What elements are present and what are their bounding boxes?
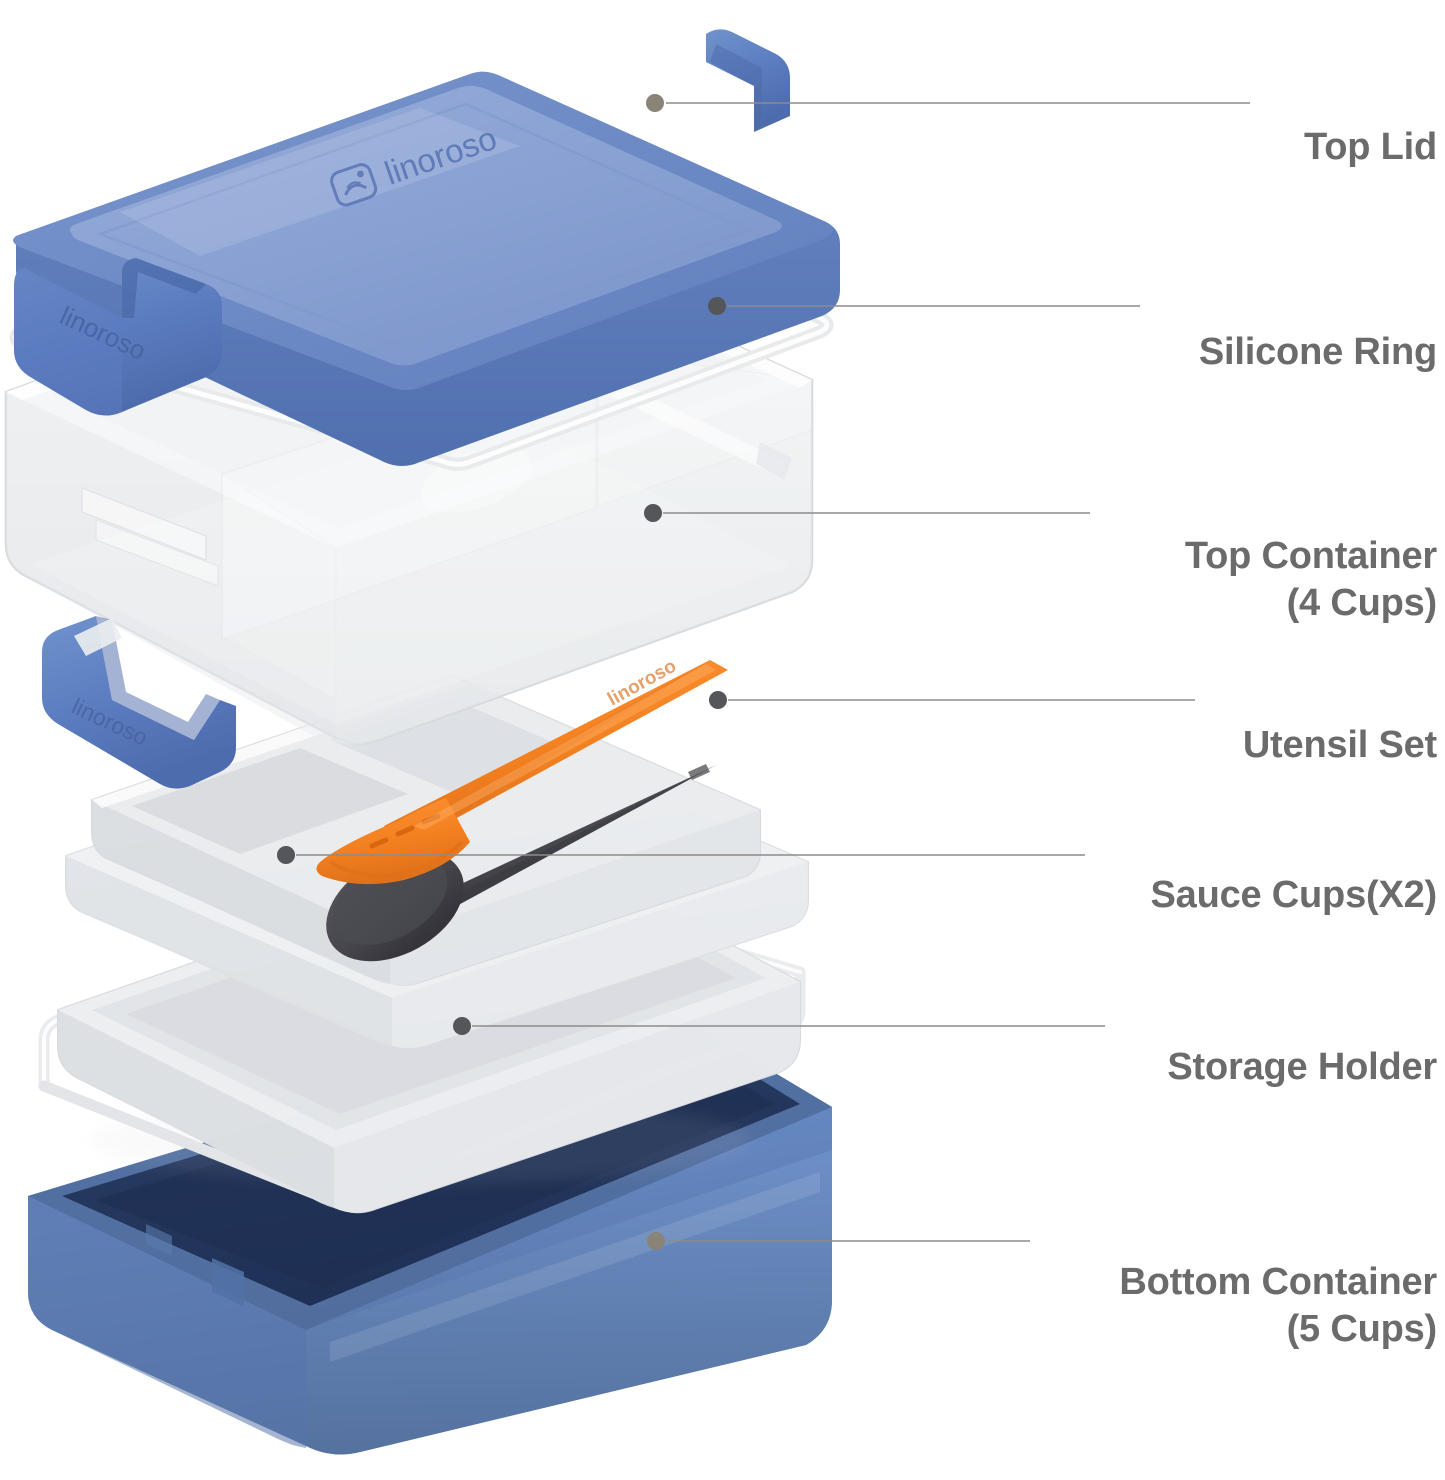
part-top-lid: linoroso linoroso	[13, 29, 840, 467]
leader-dot-sauce-cups	[277, 846, 295, 864]
callout-leader-lines	[277, 94, 1250, 1250]
leader-dot-utensil-set	[709, 691, 727, 709]
callout-label-text: Bottom Container	[1119, 1261, 1437, 1304]
leader-dot-top-container	[644, 504, 662, 522]
part-utensil-set: linoroso	[316, 656, 728, 962]
utensil-fork: linoroso	[316, 656, 728, 885]
callout-label-subtext: (4 Cups)	[1286, 581, 1438, 624]
callout-label-text: Sauce Cups(X2)	[1150, 874, 1437, 917]
callout-label-top-container: Top Container (4 Cups)	[1185, 487, 1437, 672]
leader-dot-top-lid	[646, 94, 664, 112]
callout-label-text: Silicone Ring	[1198, 331, 1437, 374]
callout-label-bottom-container: Bottom Container (5 Cups)	[1119, 1213, 1437, 1398]
lid-clasp: linoroso	[14, 258, 222, 416]
callout-label-storage-holder: Storage Holder	[1167, 998, 1437, 1091]
leader-dot-silicone-ring	[708, 297, 726, 315]
callout-label-silicone-ring: Silicone Ring	[1199, 283, 1437, 376]
leader-dot-storage-holder	[453, 1017, 471, 1035]
callout-label-top-lid: Top Lid	[1304, 78, 1437, 171]
callout-label-sauce-cups: Sauce Cups(X2)	[1150, 826, 1437, 919]
callout-label-text: Utensil Set	[1242, 724, 1437, 767]
callout-label-text: Top Container	[1184, 535, 1437, 578]
callout-label-text: Top Lid	[1304, 126, 1437, 169]
callout-label-utensil-set: Utensil Set	[1243, 676, 1437, 769]
lower-clasp: linoroso	[42, 616, 236, 789]
callout-label-text: Storage Holder	[1167, 1046, 1437, 1089]
callout-label-subtext: (5 Cups)	[1286, 1307, 1438, 1350]
leader-dot-bottom-container	[647, 1232, 665, 1250]
